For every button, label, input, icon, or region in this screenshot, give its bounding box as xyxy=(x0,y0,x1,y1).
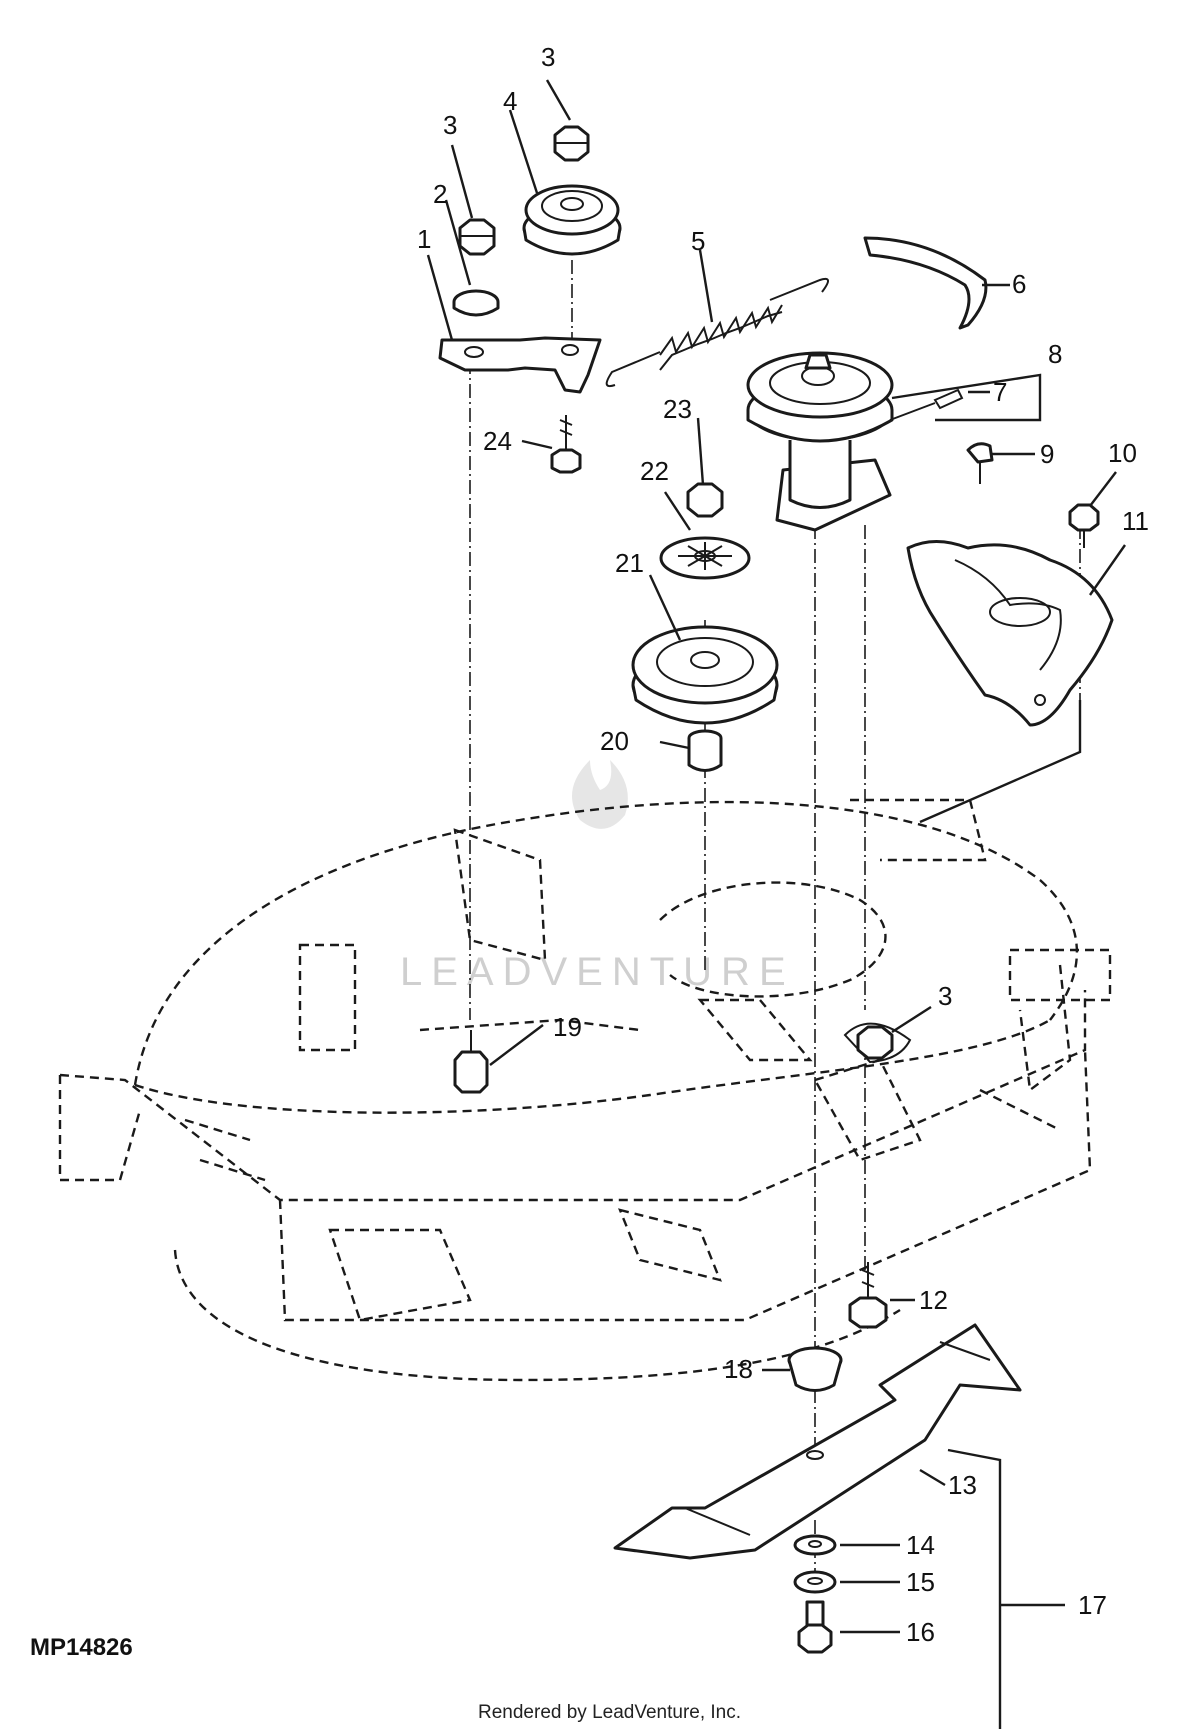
carriage-bolt-9 xyxy=(966,442,994,484)
bolt-16 xyxy=(797,1600,833,1654)
diagram-code: MP14826 xyxy=(30,1634,133,1661)
callout-20: 20 xyxy=(600,726,629,756)
callout-16: 16 xyxy=(906,1617,935,1647)
grease-fitting-7 xyxy=(889,388,964,421)
callout-leaders xyxy=(426,79,1126,1729)
washer-14 xyxy=(793,1534,837,1556)
callout-11: 11 xyxy=(1122,506,1149,536)
nut-3-left xyxy=(458,218,496,256)
callout-24: 24 xyxy=(483,426,512,456)
callout-6: 6 xyxy=(1012,269,1026,299)
callout-19: 19 xyxy=(553,1012,582,1042)
callout-3-top: 3 xyxy=(541,42,555,72)
callout-labels: 1 2 3 3 4 5 6 7 8 9 10 11 12 13 14 15 16… xyxy=(417,42,1149,1647)
spindle-pulley-8 xyxy=(746,351,894,532)
callout-4: 4 xyxy=(503,86,517,116)
callout-5: 5 xyxy=(691,226,705,256)
idler-pulley-4 xyxy=(522,184,622,256)
callout-1: 1 xyxy=(417,224,431,254)
callout-18: 18 xyxy=(724,1354,753,1384)
mower-deck-outline xyxy=(58,798,1112,1382)
bolt-12 xyxy=(848,1262,888,1329)
callout-9: 9 xyxy=(1040,439,1054,469)
watermark-text: LEADVENTURE xyxy=(400,950,795,994)
callout-2: 2 xyxy=(433,179,447,209)
callout-13: 13 xyxy=(948,1470,977,1500)
bolt-10 xyxy=(1068,503,1100,548)
bolt-24 xyxy=(550,415,582,474)
callout-12: 12 xyxy=(919,1285,948,1315)
render-credit: Rendered by LeadVenture, Inc. xyxy=(478,1702,741,1723)
watermark: LEADVENTURE xyxy=(400,760,795,994)
callout-10: 10 xyxy=(1108,438,1137,468)
callout-3-left: 3 xyxy=(443,110,457,140)
washer-15 xyxy=(793,1570,837,1594)
callout-7: 7 xyxy=(993,377,1007,407)
nut-3-deck xyxy=(843,1022,912,1064)
cup-washer-18 xyxy=(787,1346,843,1392)
nut-23 xyxy=(686,482,724,518)
callout-3-deck: 3 xyxy=(938,981,952,1011)
washer-2 xyxy=(452,289,500,317)
callout-14: 14 xyxy=(906,1530,935,1560)
spindle-shield-11 xyxy=(906,540,1114,727)
mower-blade-13 xyxy=(613,1323,1022,1560)
bolt-19 xyxy=(453,1030,489,1094)
callout-15: 15 xyxy=(906,1567,935,1597)
callout-17: 17 xyxy=(1078,1590,1107,1620)
belt-guard-6 xyxy=(863,236,988,330)
spring-washer-22 xyxy=(659,536,751,580)
callout-21: 21 xyxy=(615,548,644,578)
bushing-20 xyxy=(687,729,723,772)
idler-pulley-21 xyxy=(631,625,779,725)
idler-bracket xyxy=(438,336,602,394)
callout-8: 8 xyxy=(1048,339,1062,369)
tension-spring-5 xyxy=(605,277,829,388)
nut-3-top xyxy=(553,125,590,162)
callout-22: 22 xyxy=(640,456,669,486)
callout-23: 23 xyxy=(663,394,692,424)
